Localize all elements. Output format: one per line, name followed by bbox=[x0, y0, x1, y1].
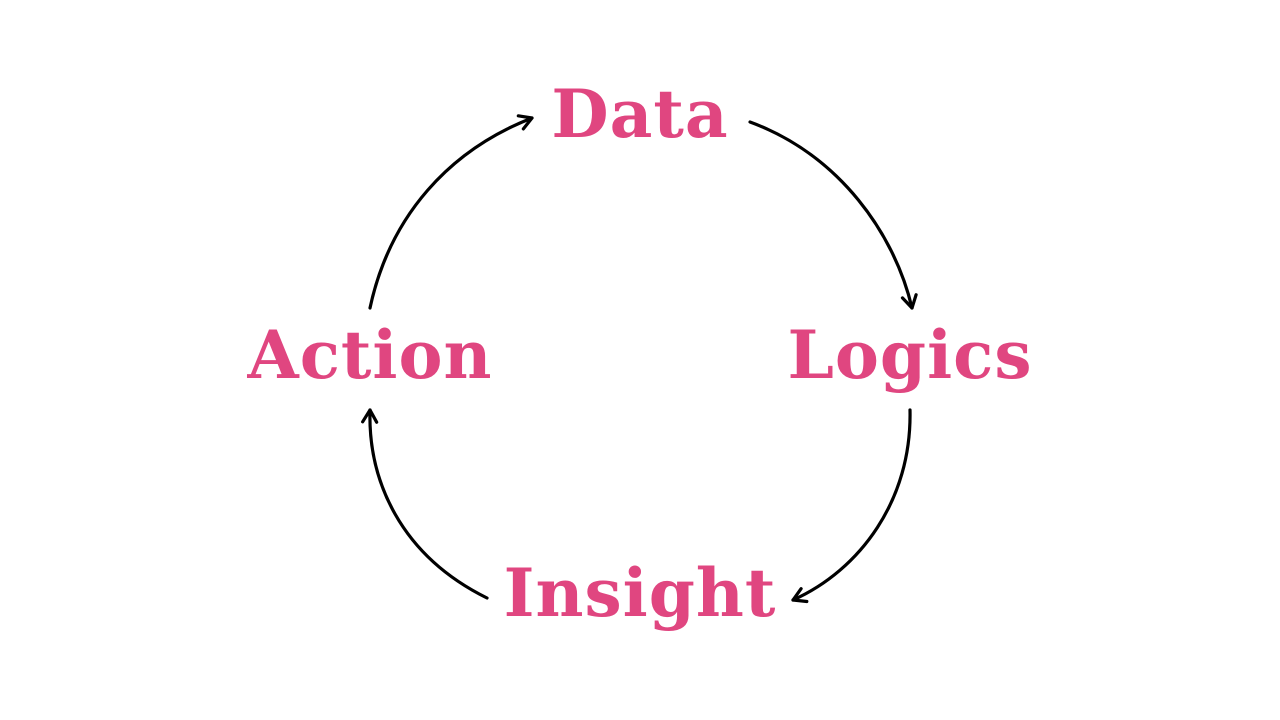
arrow-data-to-logics bbox=[748, 120, 918, 310]
node-label-data: Data bbox=[551, 75, 728, 153]
arrow-logics-to-insight bbox=[791, 408, 912, 604]
node-label-logics: Logics bbox=[788, 316, 1033, 394]
node-label-insight: Insight bbox=[504, 554, 777, 632]
arrow-insight-to-action bbox=[361, 408, 489, 600]
node-label-action: Action bbox=[247, 316, 493, 394]
arrow-action-to-data bbox=[368, 114, 534, 310]
